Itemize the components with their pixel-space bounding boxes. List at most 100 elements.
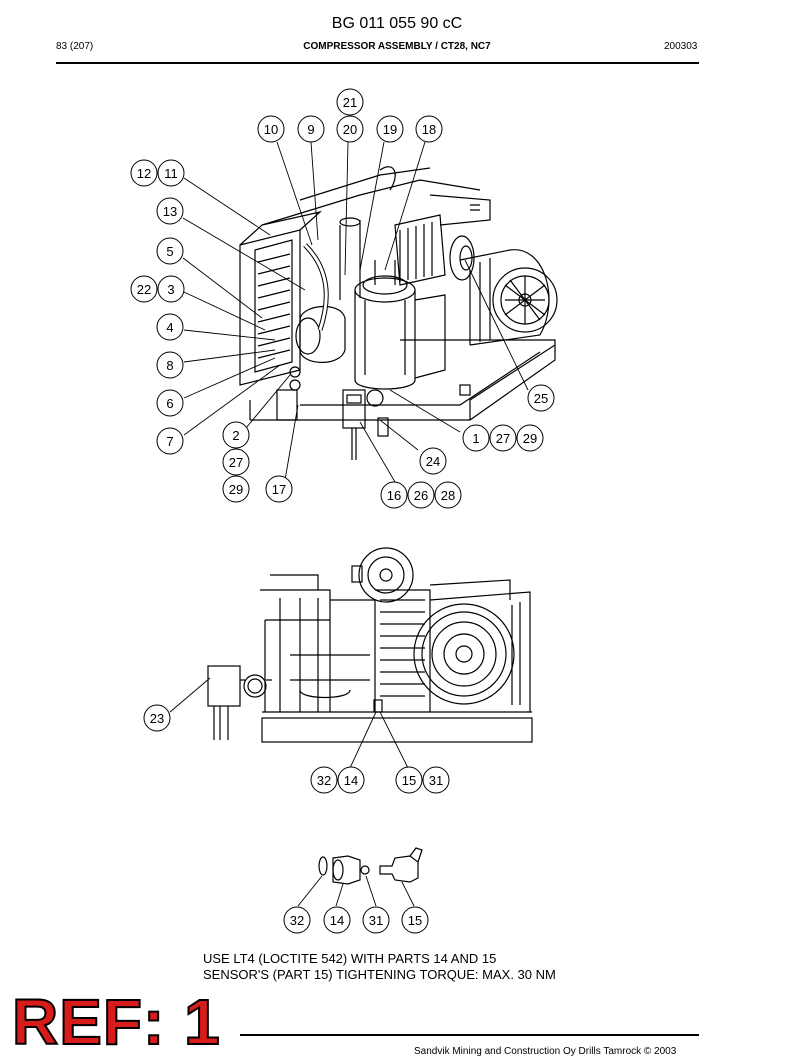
callout-label: 21 xyxy=(343,95,357,110)
callout-label: 14 xyxy=(330,913,344,928)
callout-label: 6 xyxy=(166,396,173,411)
callout-balloon-23: 23 xyxy=(143,704,171,732)
callout-circle xyxy=(422,766,450,794)
callout-circle xyxy=(337,766,365,794)
date-code: 200303 xyxy=(664,41,698,52)
callout-balloon-25: 25 xyxy=(527,384,555,412)
callout-balloon-18: 18 xyxy=(415,115,443,143)
callout-label: 9 xyxy=(307,122,314,137)
callout-circle xyxy=(310,766,338,794)
callout-circle xyxy=(336,88,364,116)
callout-circle xyxy=(297,115,325,143)
callout-label: 31 xyxy=(369,913,383,928)
callout-balloon-22: 22 xyxy=(130,275,158,303)
callout-circle xyxy=(222,448,250,476)
callout-label: 1 xyxy=(472,431,479,446)
callout-circle xyxy=(395,766,423,794)
callout-balloon-32: 32 xyxy=(283,906,311,934)
callout-label: 28 xyxy=(441,488,455,503)
callout-label: 27 xyxy=(496,431,510,446)
ref-stamp: REF: 1 xyxy=(11,985,221,1059)
footer-copyright: Sandvik Mining and Construction Oy Drill… xyxy=(414,1046,677,1057)
callout-label: 29 xyxy=(523,431,537,446)
callout-balloon-29: 29 xyxy=(222,475,250,503)
callout-balloon-31: 31 xyxy=(362,906,390,934)
callout-circle xyxy=(516,424,544,452)
callout-balloon-27: 27 xyxy=(222,448,250,476)
bottom-leader-lines xyxy=(297,875,415,907)
page-number: 83 (207) xyxy=(56,41,94,52)
callout-circle xyxy=(156,389,184,417)
callout-label: 2 xyxy=(232,428,239,443)
callout-circle xyxy=(434,481,462,509)
callouts-middle: 23 32 14 15 31 xyxy=(143,704,450,794)
callout-balloon-12: 12 xyxy=(130,159,158,187)
callout-label: 31 xyxy=(429,773,443,788)
note-line-1: USE LT4 (LOCTITE 542) WITH PARTS 14 AND … xyxy=(203,951,497,966)
callout-circle xyxy=(419,447,447,475)
callout-label: 8 xyxy=(166,358,173,373)
callouts-bottom: 32 14 31 15 xyxy=(283,906,429,934)
callout-label: 17 xyxy=(272,482,286,497)
callout-balloon-3: 3 xyxy=(157,275,185,303)
callout-label: 12 xyxy=(137,166,151,181)
callout-label: 32 xyxy=(317,773,331,788)
callout-balloon-11: 11 xyxy=(157,159,185,187)
callout-balloon-14: 14 xyxy=(323,906,351,934)
callout-label: 24 xyxy=(426,454,440,469)
callout-circle xyxy=(489,424,517,452)
callout-label: 3 xyxy=(167,282,174,297)
callout-circle xyxy=(407,481,435,509)
callout-circle xyxy=(156,351,184,379)
bottom-figure-parts xyxy=(318,847,423,885)
middle-leader-lines xyxy=(169,677,409,769)
callout-label: 11 xyxy=(164,166,178,181)
callout-circle xyxy=(222,421,250,449)
callout-label: 25 xyxy=(534,391,548,406)
callout-balloon-13: 13 xyxy=(156,197,184,225)
callout-balloon-5: 5 xyxy=(156,237,184,265)
callout-balloon-21: 21 xyxy=(336,88,364,116)
callout-circle xyxy=(157,159,185,187)
callout-circle xyxy=(130,159,158,187)
callout-balloon-31: 31 xyxy=(422,766,450,794)
callout-circle xyxy=(156,427,184,455)
callout-circle xyxy=(156,237,184,265)
callout-label: 29 xyxy=(229,482,243,497)
callout-label: 22 xyxy=(137,282,151,297)
callout-circle xyxy=(527,384,555,412)
callout-label: 32 xyxy=(290,913,304,928)
callout-balloon-4: 4 xyxy=(156,313,184,341)
callout-balloon-1: 1 xyxy=(462,424,490,452)
callout-balloon-2: 2 xyxy=(222,421,250,449)
callout-circle xyxy=(362,906,390,934)
callout-balloon-32: 32 xyxy=(310,766,338,794)
callout-balloon-28: 28 xyxy=(434,481,462,509)
callout-balloon-26: 26 xyxy=(407,481,435,509)
section-title: COMPRESSOR ASSEMBLY / CT28, NC7 xyxy=(303,41,491,52)
header-divider xyxy=(56,62,699,64)
callout-balloon-19: 19 xyxy=(376,115,404,143)
callout-circle xyxy=(257,115,285,143)
callout-balloon-15: 15 xyxy=(401,906,429,934)
callout-label: 15 xyxy=(402,773,416,788)
callout-balloon-10: 10 xyxy=(257,115,285,143)
callout-label: 27 xyxy=(229,455,243,470)
callout-balloon-14: 14 xyxy=(337,766,365,794)
callout-label: 18 xyxy=(422,122,436,137)
callout-circle xyxy=(415,115,443,143)
callout-circle xyxy=(462,424,490,452)
callout-balloon-20: 20 xyxy=(336,115,364,143)
callout-label: 5 xyxy=(166,244,173,259)
top-figure-machine xyxy=(239,166,558,460)
callout-circle xyxy=(283,906,311,934)
callout-balloon-7: 7 xyxy=(156,427,184,455)
assembly-note: USE LT4 (LOCTITE 542) WITH PARTS 14 AND … xyxy=(203,951,556,983)
callout-label: 13 xyxy=(163,204,177,219)
callout-label: 14 xyxy=(344,773,358,788)
callout-circle xyxy=(156,197,184,225)
callout-circle xyxy=(222,475,250,503)
callout-balloon-8: 8 xyxy=(156,351,184,379)
